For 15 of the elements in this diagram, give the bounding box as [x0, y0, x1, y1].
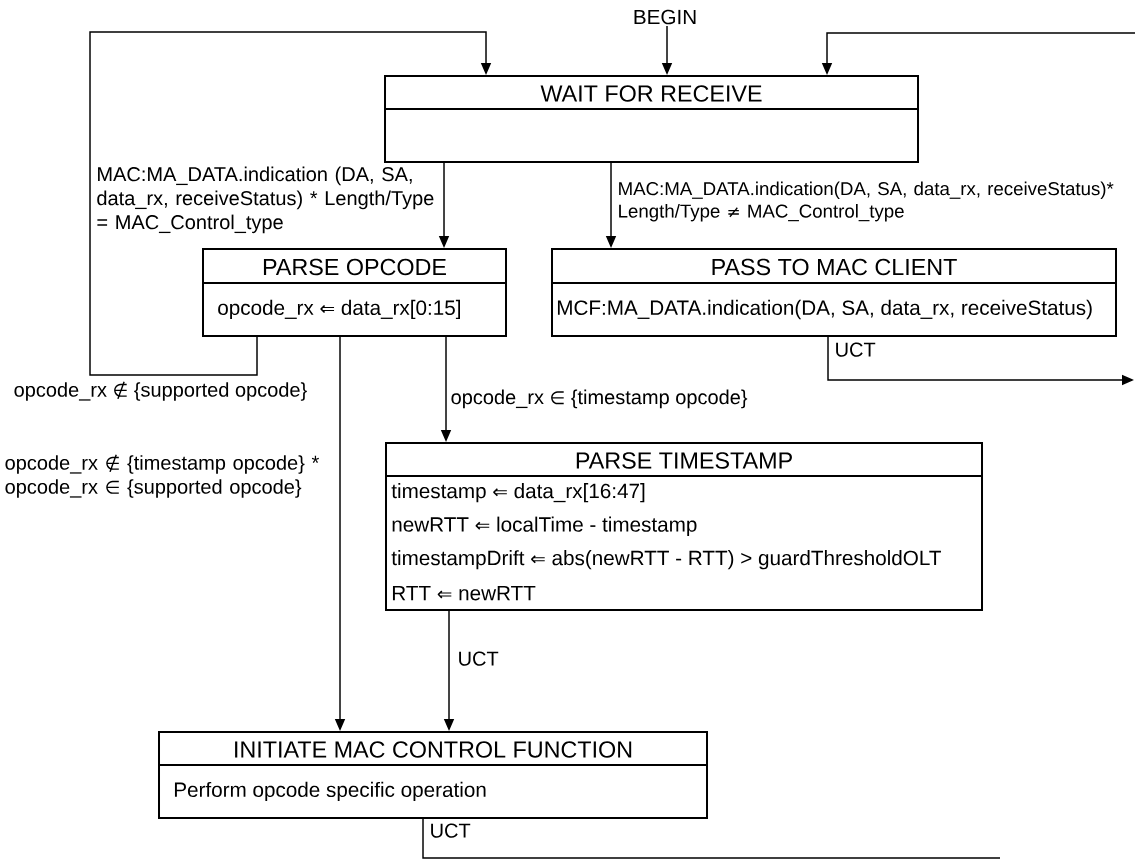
arrow	[89, 31, 492, 376]
edge-label: opcode_rx ∈ {timestamp opcode}	[451, 389, 748, 409]
edge-label: UCT	[836, 342, 876, 357]
state-box: INITIATE MAC CONTROL FUNCTION Perform opcode specific operation	[158, 731, 708, 819]
edge-label: MAC:MA_DATA.indication(DA, SA, data_rx, receiveStatus)* Length/Type ≠ MAC_Control_type	[619, 181, 1114, 222]
state-box: WAIT FOR RECEIVE	[384, 75, 919, 163]
edge-label: opcode_rx ∉ {supported opcode}	[14, 381, 307, 401]
edge-label: opcode_rx ∉ {timestamp opcode} * opcode_rx ∈ {supported opcode}	[5, 454, 319, 498]
state-box: PARSE TIMESTAMP timestamp ⇐ data_rx[16:47] newRTT ⇐ localTime - timestamp timestampDrift ⇐ abs(newRTT - RTT) > guardThresholdOLT RTT ⇐ newRTT	[385, 442, 983, 611]
edge-label: UCT	[431, 823, 471, 838]
state-box: PASS TO MAC CLIENT MCF:MA_DATA.indication(DA, SA, data_rx, receiveStatus)	[551, 248, 1117, 337]
start-label: BEGIN	[634, 9, 696, 25]
state-box: PARSE OPCODE opcode_rx ⇐ data_rx[0:15]	[202, 248, 507, 337]
edge-label: MAC:MA_DATA.indication (DA, SA, data_rx, receiveStatus) * Length/Type = MAC_Control_type	[97, 166, 434, 234]
edge-label: UCT	[459, 651, 499, 666]
